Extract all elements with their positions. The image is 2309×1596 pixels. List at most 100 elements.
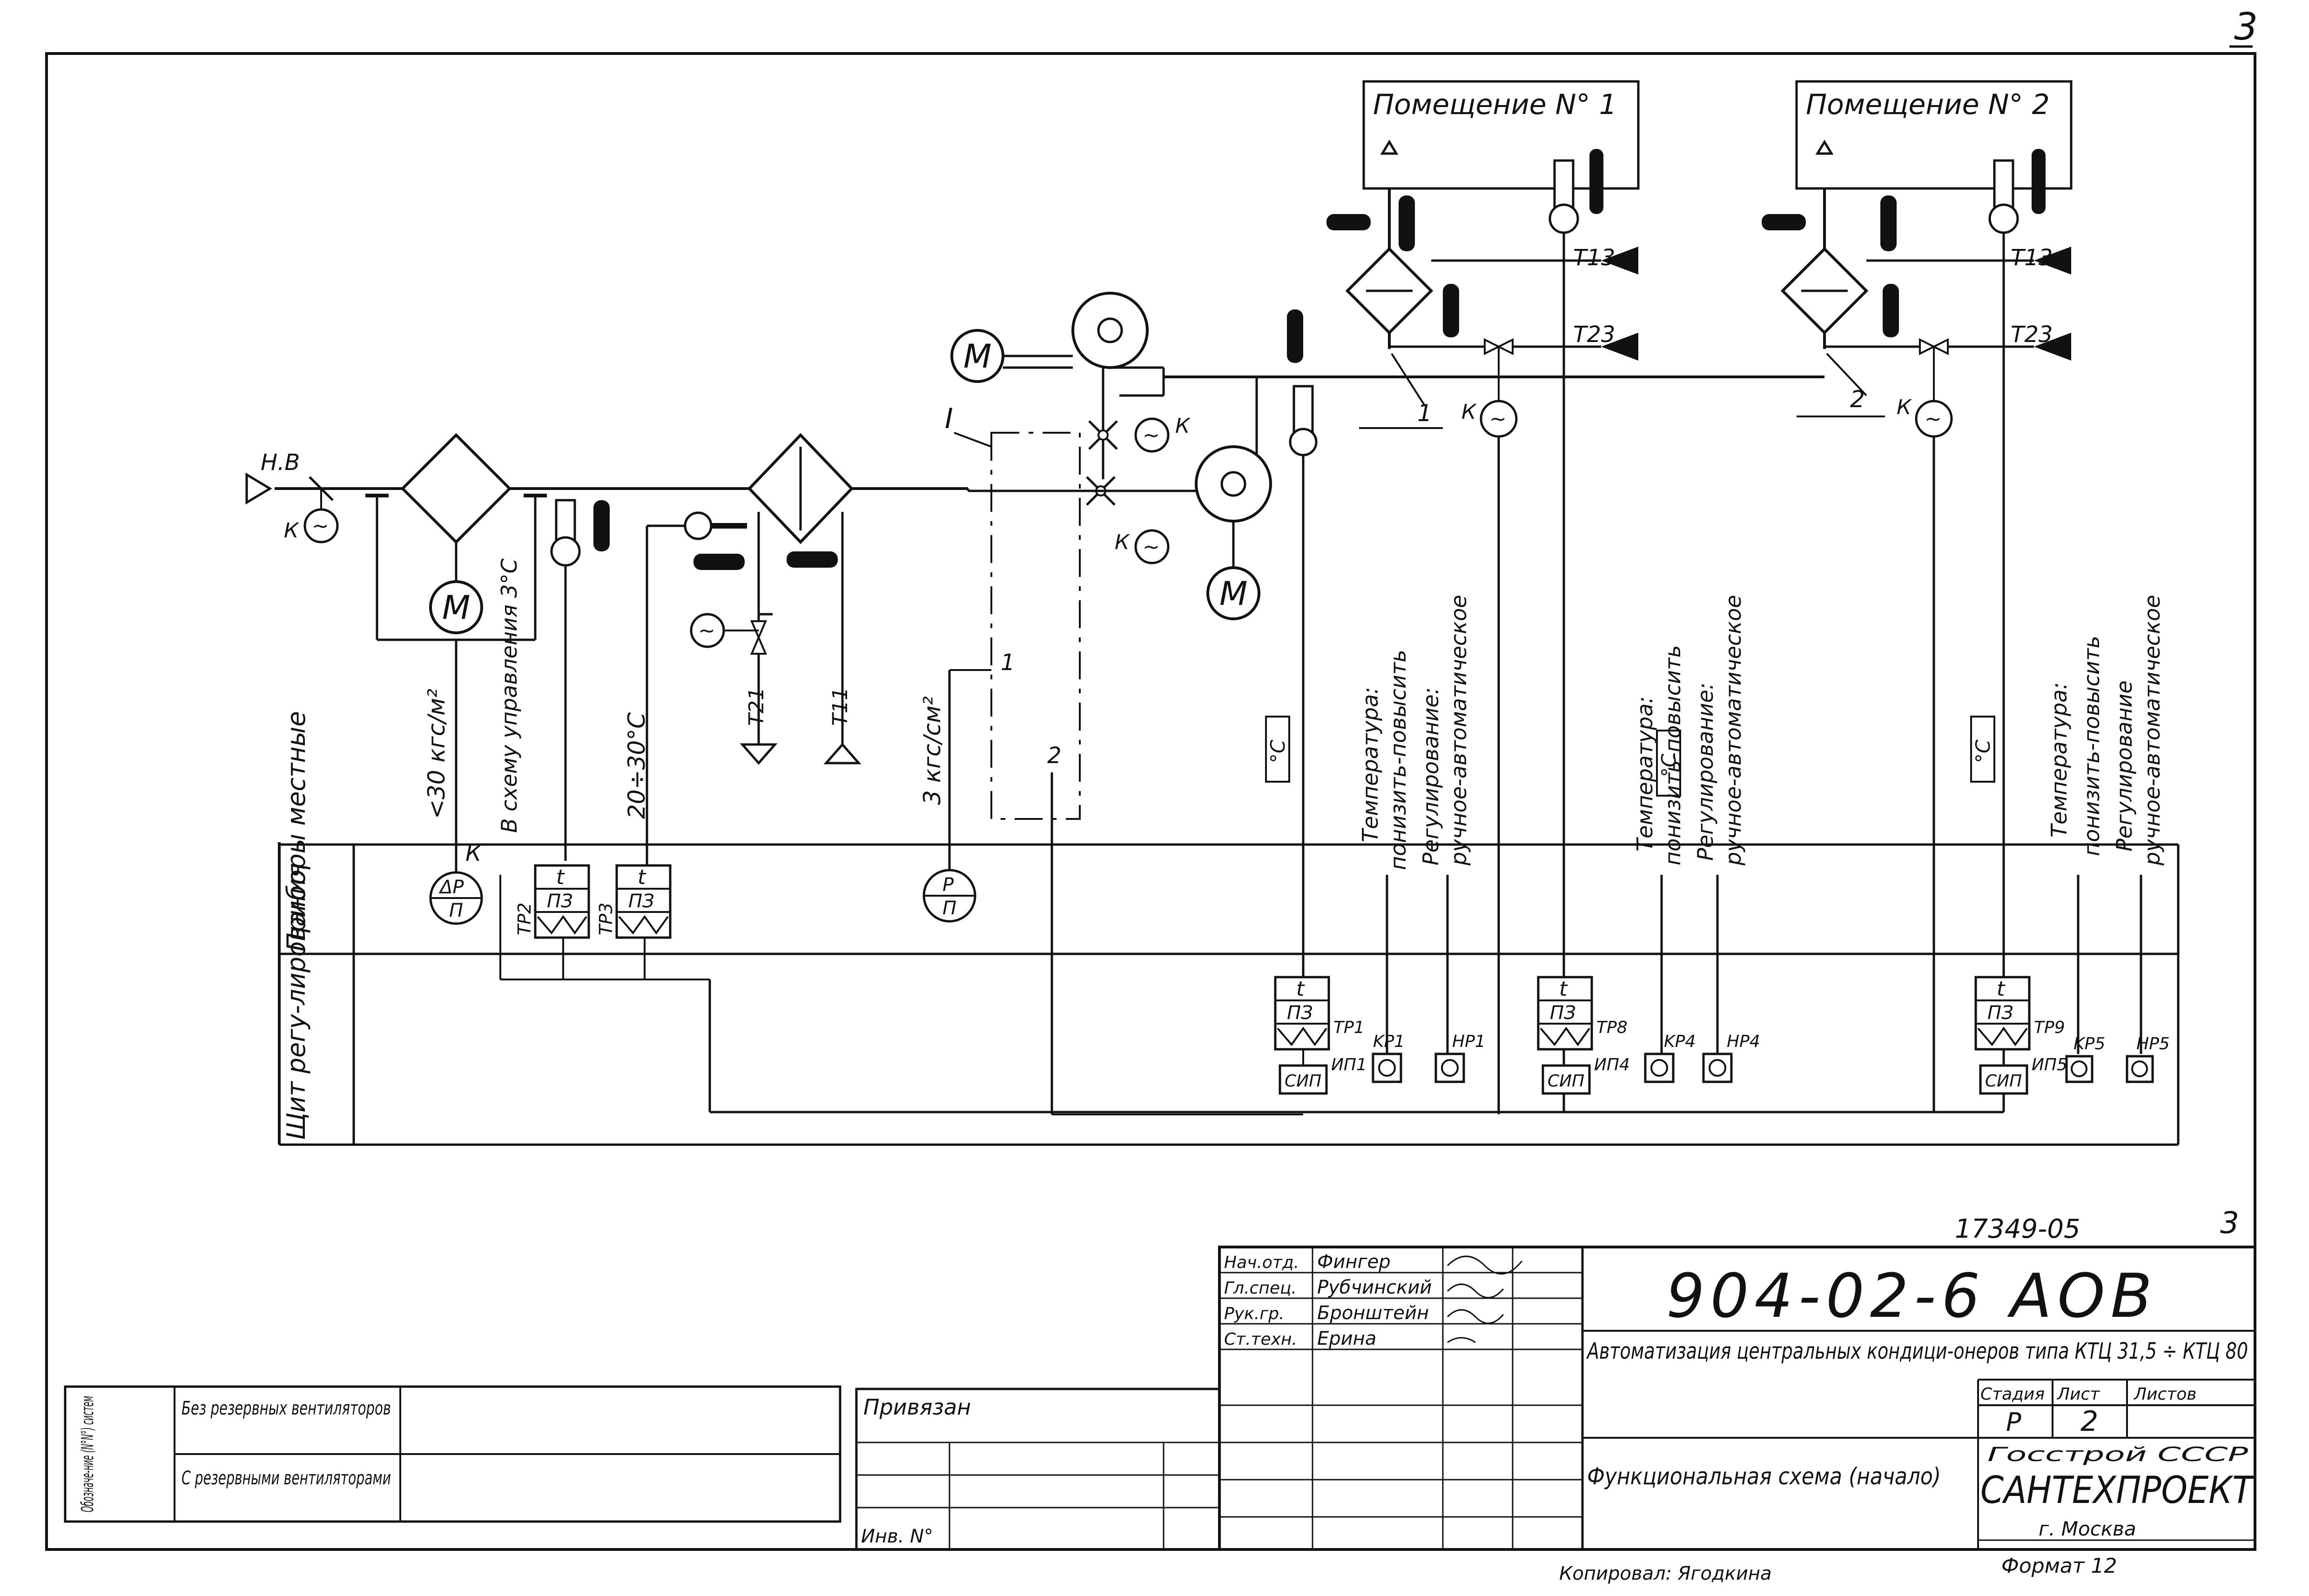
outdoor-air-intake: Н.В ~ К <box>245 449 339 543</box>
zone-heater-1: T13 T23 ~ К 1 <box>1326 195 1638 1112</box>
supply-fan-lower: М <box>1195 445 1272 620</box>
room-1-label: Помещение N° 1 <box>1373 88 1617 121</box>
svg-text:°С: °С <box>1972 739 1994 763</box>
panel-group-1: t ПЗ TP1 СИП ИП1 KP1 НР1 <box>1274 976 1486 1095</box>
room1-t13: T13 <box>1573 245 1615 271</box>
svg-text:Бронштейн: Бронштейн <box>1317 1302 1429 1324</box>
svg-text:Лист: Лист <box>2056 1385 2100 1404</box>
svg-text:t: t <box>638 865 646 889</box>
svg-text:KP1: KP1 <box>1373 1032 1405 1051</box>
indication-col-2: Температура: понизить-повысить Регулиров… <box>1632 595 1746 1054</box>
svg-text:ПЗ: ПЗ <box>628 891 654 912</box>
svg-text:Рук.гр.: Рук.гр. <box>1224 1304 1284 1323</box>
svg-text:г. Москва: г. Москва <box>2039 1517 2136 1540</box>
row-control-panel: Щит регу-лирования <box>282 863 311 1140</box>
panel-group-3: t ПЗ TP9 СИП ИП5 KP5 НР5 <box>1974 976 2170 1095</box>
svg-text:°С: °С <box>1266 739 1289 763</box>
svg-text:НР4: НР4 <box>1727 1032 1760 1051</box>
svg-text:Привязан: Привязан <box>863 1395 971 1420</box>
svg-text:М: М <box>1219 575 1247 613</box>
svg-text:I: I <box>945 402 953 435</box>
svg-text:ручное-автоматическое: ручное-автоматическое <box>1721 595 1746 866</box>
svg-text:Температура:: Температура: <box>1632 696 1657 852</box>
svg-text:Рубчинский: Рубчинский <box>1317 1277 1432 1298</box>
svg-text:ИП5: ИП5 <box>2032 1055 2067 1074</box>
svg-text:Нач.отд.: Нач.отд. <box>1224 1253 1299 1272</box>
page-top-number: 3 <box>2234 5 2258 48</box>
drawing-number: 17349-05 <box>1955 1214 2080 1244</box>
air-filter: М <box>365 433 547 875</box>
svg-text:Формат 12: Формат 12 <box>2001 1554 2117 1578</box>
svg-text:P: P <box>942 874 954 896</box>
svg-text:t: t <box>1296 977 1305 1001</box>
indication-col-3: Температура: понизить-повысить Регулиров… <box>2046 595 2165 1054</box>
svg-text:Температура:: Температура: <box>1358 687 1383 842</box>
thermo-tr2: t ПЗ TP2 <box>514 864 590 939</box>
svg-text:ПЗ: ПЗ <box>547 891 573 912</box>
svg-text:ПЗ: ПЗ <box>1287 1002 1313 1024</box>
svg-text:ИП1: ИП1 <box>1331 1055 1367 1074</box>
svg-text:~: ~ <box>1925 407 1942 431</box>
svg-text:Фингер: Фингер <box>1317 1251 1391 1273</box>
svg-text:Н.В: Н.В <box>261 449 300 476</box>
svg-text:С резервными вентиляторами: С резервными вентиляторами <box>182 1468 391 1489</box>
svg-text:t: t <box>556 865 565 889</box>
to-control-scheme: В схему управления 3°С <box>497 558 522 833</box>
svg-text:~: ~ <box>698 619 715 643</box>
thermo-tr3: t ПЗ TP3 <box>596 864 672 939</box>
svg-text:М: М <box>442 589 470 627</box>
svg-text:TP9: TP9 <box>2034 1018 2065 1037</box>
row-frame: Приборы местные Щит регу-лирования <box>278 711 2180 1146</box>
sheet-corner-number: 3 <box>2220 1206 2239 1241</box>
svg-text:TP1: TP1 <box>1333 1018 1365 1037</box>
svg-text:Ст.техн.: Ст.техн. <box>1224 1330 1297 1349</box>
svg-text:ΔP: ΔP <box>438 877 464 898</box>
room1-t23: T23 <box>1573 322 1615 348</box>
svg-text:ПЗ: ПЗ <box>1987 1002 2013 1024</box>
svg-text:М: М <box>963 337 991 376</box>
svg-text:Инв. N°: Инв. N° <box>861 1526 933 1547</box>
fan-dampers: ~ К ~ К <box>1084 414 1196 564</box>
temperature-range: 20÷30°С <box>623 712 650 819</box>
document-code: 904-02-6 АОВ <box>1666 1261 2158 1331</box>
svg-text:СИП: СИП <box>1548 1072 1584 1091</box>
organization: САНТЕХПРОЕКТ <box>1980 1469 2255 1512</box>
svg-text:понизить-повысить: понизить-повысить <box>1386 650 1411 870</box>
svg-text:1: 1 <box>1417 400 1432 427</box>
svg-text:НР1: НР1 <box>1452 1032 1486 1051</box>
pressure-drop-setting: <30 кгс/м² <box>423 689 450 819</box>
svg-text:К: К <box>1115 530 1130 554</box>
svg-text:Регулирование:: Регулирование: <box>1693 683 1718 861</box>
svg-text:СИП: СИП <box>1985 1072 2022 1091</box>
svg-text:TP8: TP8 <box>1596 1018 1628 1037</box>
svg-text:Регулирование: Регулирование <box>2112 680 2137 852</box>
svg-text:ручное-автоматическое: ручное-автоматическое <box>1446 595 1471 866</box>
svg-text:~: ~ <box>1489 407 1507 431</box>
supply-fan-upper: М <box>950 292 1165 479</box>
dp-gauge: ΔP П <box>429 871 483 925</box>
linked-block: Привязан Инв. N° <box>855 1388 1221 1551</box>
system-table: Обозначе-ние (N°N°) систем Без резервных… <box>64 1385 841 1523</box>
room-1: Помещение N° 1 <box>1362 80 1640 1112</box>
svg-text:ИП4: ИП4 <box>1594 1055 1630 1074</box>
svg-text:T21: T21 <box>745 687 768 726</box>
room-2: Помещение N° 2 <box>1795 80 2073 1112</box>
air-heater: ~ T21 T11 <box>684 433 862 765</box>
svg-text:Обозначе-ние (N°N°) систем: Обозначе-ние (N°N°) систем <box>78 1396 97 1512</box>
svg-text:Госстрой СССР: Госстрой СССР <box>1987 1443 2248 1466</box>
zone-heater-2: T13 T23 ~ К 2 <box>1762 195 2071 1112</box>
svg-text:2: 2 <box>2080 1405 2098 1438</box>
svg-text:2: 2 <box>1047 743 1062 769</box>
svg-text:ПЗ: ПЗ <box>1550 1002 1576 1024</box>
document-title: Автоматизация центральных кондици-онеров… <box>1586 1338 2248 1364</box>
p-gauge: P П <box>922 869 976 923</box>
svg-text:Температура:: Температура: <box>2046 682 2072 838</box>
svg-text:Гл.спец.: Гл.спец. <box>1224 1279 1297 1298</box>
drawing-name: Функциональная схема (начало) <box>1587 1463 1941 1490</box>
svg-text:К: К <box>1897 396 1912 419</box>
svg-text:Р: Р <box>2006 1408 2021 1437</box>
svg-text:KP5: KP5 <box>2073 1034 2105 1053</box>
svg-text:Копировал: Ягодкина: Копировал: Ягодкина <box>1559 1563 1771 1584</box>
svg-text:°С: °С <box>1657 753 1680 777</box>
